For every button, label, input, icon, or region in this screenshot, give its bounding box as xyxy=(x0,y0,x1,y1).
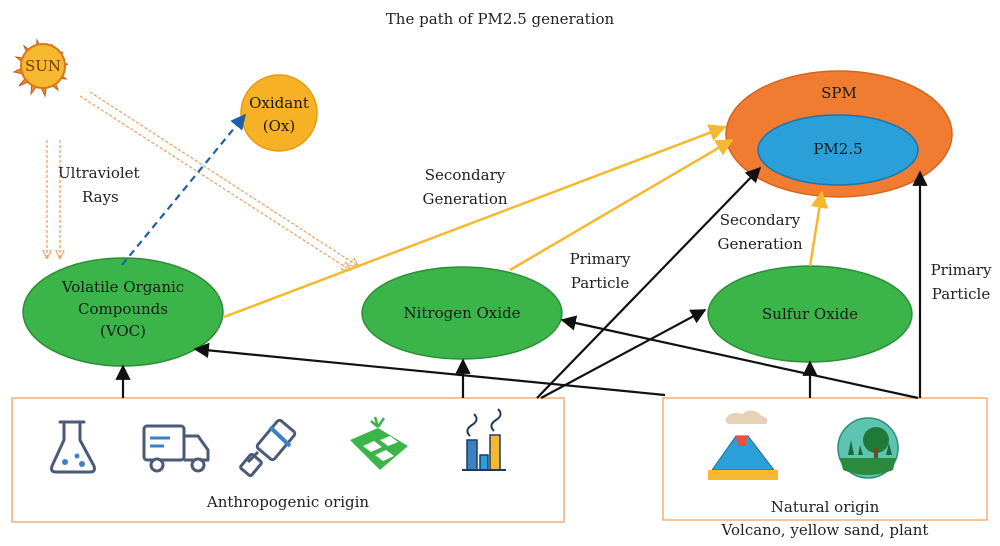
paint-roller-icon xyxy=(239,418,297,478)
uv-label-line1: Ultraviolet xyxy=(58,164,140,182)
primary-particle-1-line1: Primary xyxy=(569,250,631,268)
oxidant-label-line1: Oxidant xyxy=(249,94,309,112)
primary-particle-2-line2: Particle xyxy=(931,285,991,303)
sun-label: SUN xyxy=(24,57,62,75)
pm25-node xyxy=(757,114,919,186)
uv-arrows xyxy=(47,91,358,270)
spm-label: SPM xyxy=(821,84,857,102)
voc-label-line1: Volatile Organic xyxy=(61,278,185,296)
truck-icon xyxy=(142,424,210,473)
volcano-icon xyxy=(708,410,778,480)
sun-icon xyxy=(12,38,69,98)
voc-to-oxidant-arrow xyxy=(121,113,246,266)
oxidant-node xyxy=(240,74,318,152)
diagram-title: The path of PM2.5 generation xyxy=(385,10,615,28)
sulfur-oxide-label: Sulfur Oxide xyxy=(762,305,858,323)
nitrogen-oxide-label: Nitrogen Oxide xyxy=(403,304,521,322)
secondary-generation-2-line1: Secondary xyxy=(719,211,801,229)
forest-icon xyxy=(837,417,899,479)
factory-icon xyxy=(462,408,506,471)
voc-to-spm-arrow xyxy=(223,124,727,319)
secondary-generation-1-line1: Secondary xyxy=(424,166,506,184)
voc-label-line3: (VOC) xyxy=(99,322,147,340)
voc-label-line2: Compounds xyxy=(78,300,168,318)
farmland-icon xyxy=(350,416,408,470)
secondary-generation-2-line2: Generation xyxy=(717,235,803,253)
oxidant-label-line2: (Ox) xyxy=(262,117,296,135)
secondary-generation-1-line2: Generation xyxy=(422,190,508,208)
natural-box xyxy=(662,397,988,521)
primary-particle-2-line1: Primary xyxy=(930,261,992,279)
natural-origin-detail: Volcano, yellow sand, plant xyxy=(721,521,929,539)
nox-to-spm-arrow xyxy=(509,138,734,272)
primary-particle-1-line2: Particle xyxy=(570,274,630,292)
anthropogenic-origin-label: Anthropogenic origin xyxy=(206,493,370,511)
uv-label-line2: Rays xyxy=(82,188,119,206)
emission-arrows xyxy=(115,166,928,400)
natural-origin-label: Natural origin xyxy=(770,498,880,516)
flask-icon xyxy=(50,420,96,474)
pm25-label: PM2.5 xyxy=(813,140,863,158)
sox-to-pm25-arrow xyxy=(808,190,829,267)
